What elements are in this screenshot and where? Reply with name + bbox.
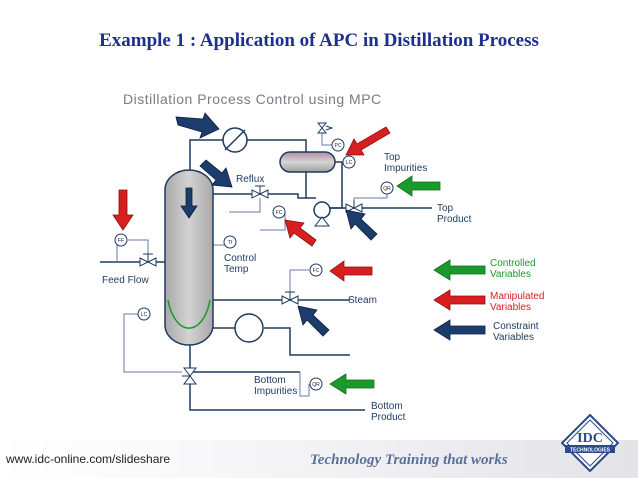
reboiler [234,313,264,343]
reflux-drum [279,151,336,173]
bottom-valve [182,367,197,385]
svg-text:LC: LC [346,160,353,166]
process-piping [100,139,432,411]
distillation-column [164,169,214,346]
legend-constraint-2: Variables [493,332,534,343]
navy-arrow-reflux [199,159,233,188]
red-arrow-steam-fc [329,260,373,282]
legend-constraint-1: Constraint [493,321,539,332]
green-arrow-top-qr [396,175,441,197]
navy-arrow-pump [345,209,378,241]
green-arrow-legend [433,259,486,281]
constraint-arrows [175,112,486,341]
qr-top-instrument [380,181,394,195]
red-arrow-legend [433,289,486,311]
signal-lines [116,128,388,397]
top-product-valve [345,200,363,213]
reflux-pump [313,201,331,227]
control-temp-label-2: Temp [224,264,249,275]
footer-bar [0,440,638,478]
steam-valve [281,291,299,305]
lc-top-instrument [342,155,356,169]
steam-label: Steam [348,295,377,306]
legend-controlled-1: Controlled [490,258,536,269]
feed-flow-label: Feed Flow [102,275,149,286]
feed-valve [139,253,157,267]
top-product-label-1: Top [437,203,454,214]
svg-text:QR: QR [312,382,320,388]
logo-text: IDC [577,431,603,446]
qr-bottom-instrument [309,377,323,391]
reflux-valve [251,185,269,199]
idc-logo: IDC TECHNOLOGIES [561,414,619,472]
svg-text:TI: TI [228,240,232,246]
instrument-tags: PC LC QR FC FF TI FC LC QR [118,143,391,388]
condenser [222,127,248,153]
top-impurities-label-2: Impurities [384,163,427,174]
red-arrow-reflux-fc [284,219,317,247]
controlled-arrows [329,175,486,395]
column-trim [167,299,211,329]
ff-instrument [114,233,128,247]
svg-text:FC: FC [313,268,320,274]
reflux-label: Reflux [236,174,264,185]
slide-title: Example 1 : Application of APC in Distil… [99,30,539,51]
legend-manipulated-2: Variables [490,302,531,313]
pc-instrument [331,138,345,152]
fc-reflux-instrument [272,205,286,219]
svg-text:LC: LC [141,312,148,318]
instruments [114,138,394,391]
top-product-label-2: Product [437,214,472,225]
lc-bottom-instrument [137,307,151,321]
svg-text:QR: QR [383,186,391,192]
bottom-impurities-label-2: Impurities [254,386,297,397]
manipulated-arrows [112,126,486,311]
navy-arrow-column [180,187,198,219]
bottom-product-label-1: Bottom [371,401,403,412]
diagram-title: Distillation Process Control using MPC [123,91,382,107]
bottom-impurities-label-1: Bottom [254,375,286,386]
navy-arrow-condenser [175,112,220,139]
svg-text:PC: PC [335,143,342,149]
green-arrow-bottom-qr [329,373,375,395]
distillation-diagram: Distillation Process Control using MPC [100,91,544,423]
svg-text:FF: FF [118,238,124,244]
footer-url[interactable]: www.idc-online.com/slideshare [6,452,171,466]
footer-tagline: Technology Training that works [310,452,508,468]
top-impurities-label-1: Top [384,152,401,163]
bottom-product-label-2: Product [371,412,406,423]
legend: Controlled Variables Manipulated Variabl… [490,258,544,343]
stream-labels: Reflux Feed Flow Control Temp Top Impuri… [102,152,472,423]
red-arrow-feed [112,189,134,231]
valves [139,122,363,385]
vent-valve [316,122,334,134]
ti-instrument [223,235,237,249]
control-temp-label-1: Control [224,253,256,264]
navy-arrow-legend [433,319,486,341]
navy-arrow-steam [297,305,330,337]
legend-manipulated-1: Manipulated [490,291,544,302]
red-arrow-pc [345,126,391,156]
svg-text:FC: FC [276,210,283,216]
fc-steam-instrument [309,263,323,277]
logo-subtext: TECHNOLOGIES [570,448,611,454]
legend-controlled-2: Variables [490,269,531,280]
